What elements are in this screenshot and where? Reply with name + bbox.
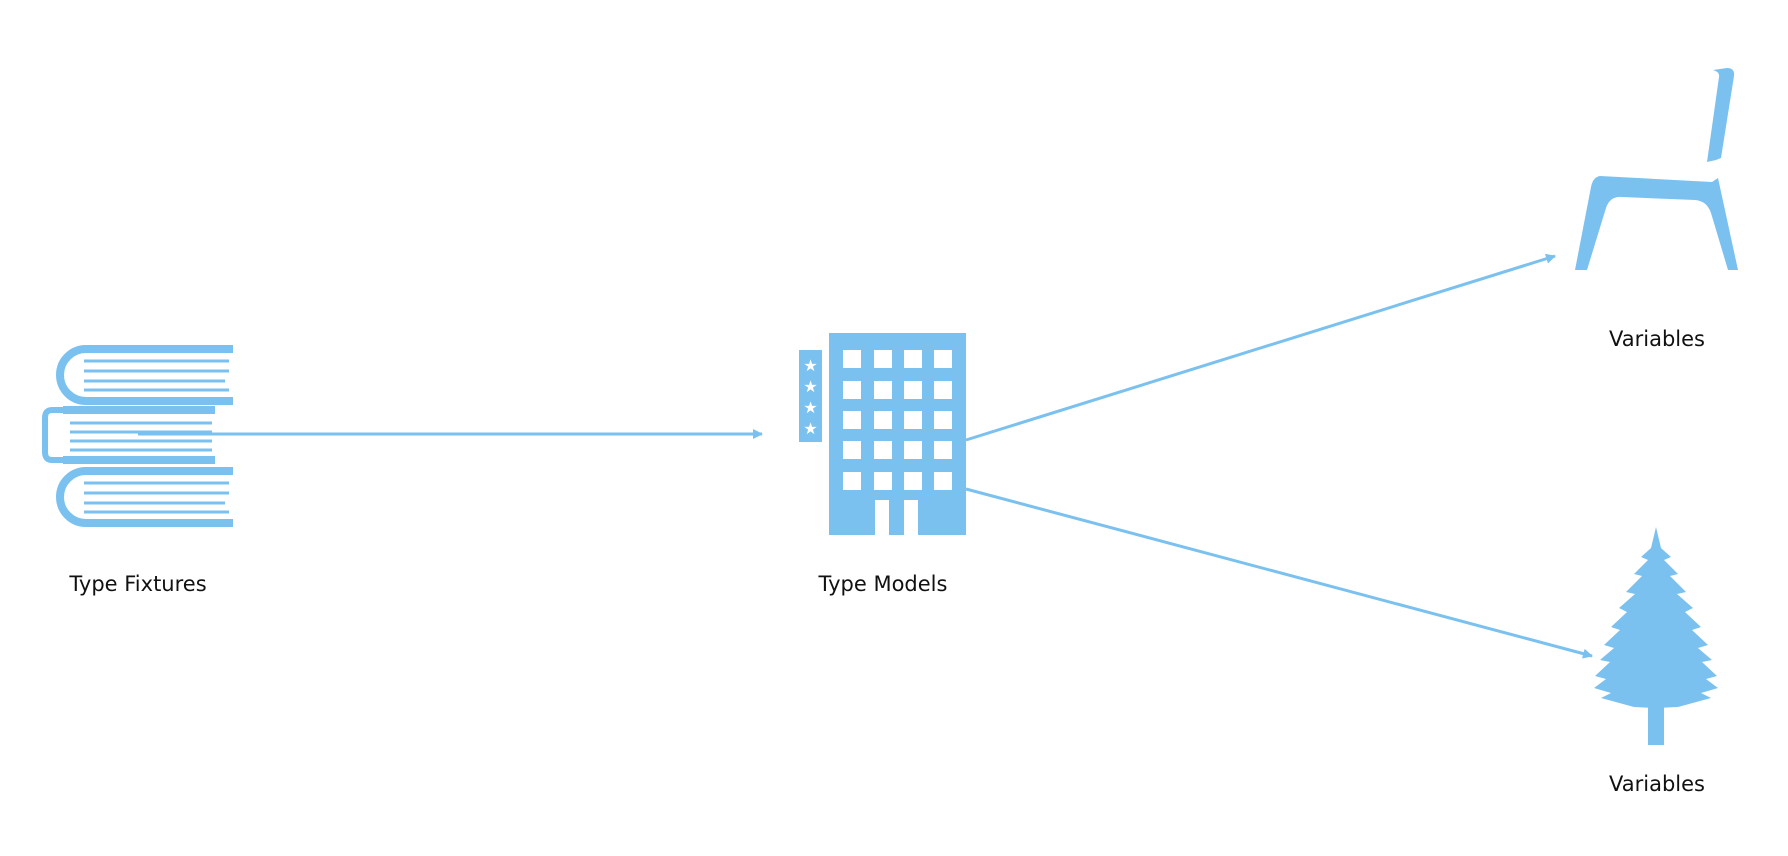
books-icon <box>42 345 233 527</box>
building-window <box>874 411 892 429</box>
building-window <box>934 350 952 368</box>
building-window <box>904 350 922 368</box>
building-window <box>843 381 861 399</box>
svg-text:★: ★ <box>803 419 817 438</box>
chair-icon <box>1575 68 1738 270</box>
svg-text:★: ★ <box>803 398 817 417</box>
building-window <box>843 441 861 459</box>
building-window <box>843 350 861 368</box>
node-label-type-fixtures: Type Fixtures <box>69 572 207 596</box>
node-label-variables-chair: Variables <box>1609 327 1705 351</box>
edge-models-to-chair <box>965 253 1556 442</box>
building-window <box>874 381 892 399</box>
building-window <box>904 441 922 459</box>
building-window <box>874 472 892 490</box>
building-window <box>934 441 952 459</box>
building-window <box>874 441 892 459</box>
building-window <box>904 381 922 399</box>
node-label-variables-tree: Variables <box>1609 772 1705 796</box>
building-window <box>904 411 922 429</box>
building-window <box>843 411 861 429</box>
hotel-building-icon: ★ ★ ★ ★ <box>799 333 966 535</box>
building-window <box>843 472 861 490</box>
pine-tree-icon <box>1594 527 1718 745</box>
node-label-type-models: Type Models <box>818 572 948 596</box>
svg-text:★: ★ <box>803 377 817 396</box>
building-window <box>904 472 922 490</box>
svg-text:★: ★ <box>803 356 817 375</box>
building-window <box>934 381 952 399</box>
building-window <box>934 472 952 490</box>
building-window <box>874 350 892 368</box>
building-window <box>934 411 952 429</box>
edge-models-to-tree <box>965 487 1593 659</box>
